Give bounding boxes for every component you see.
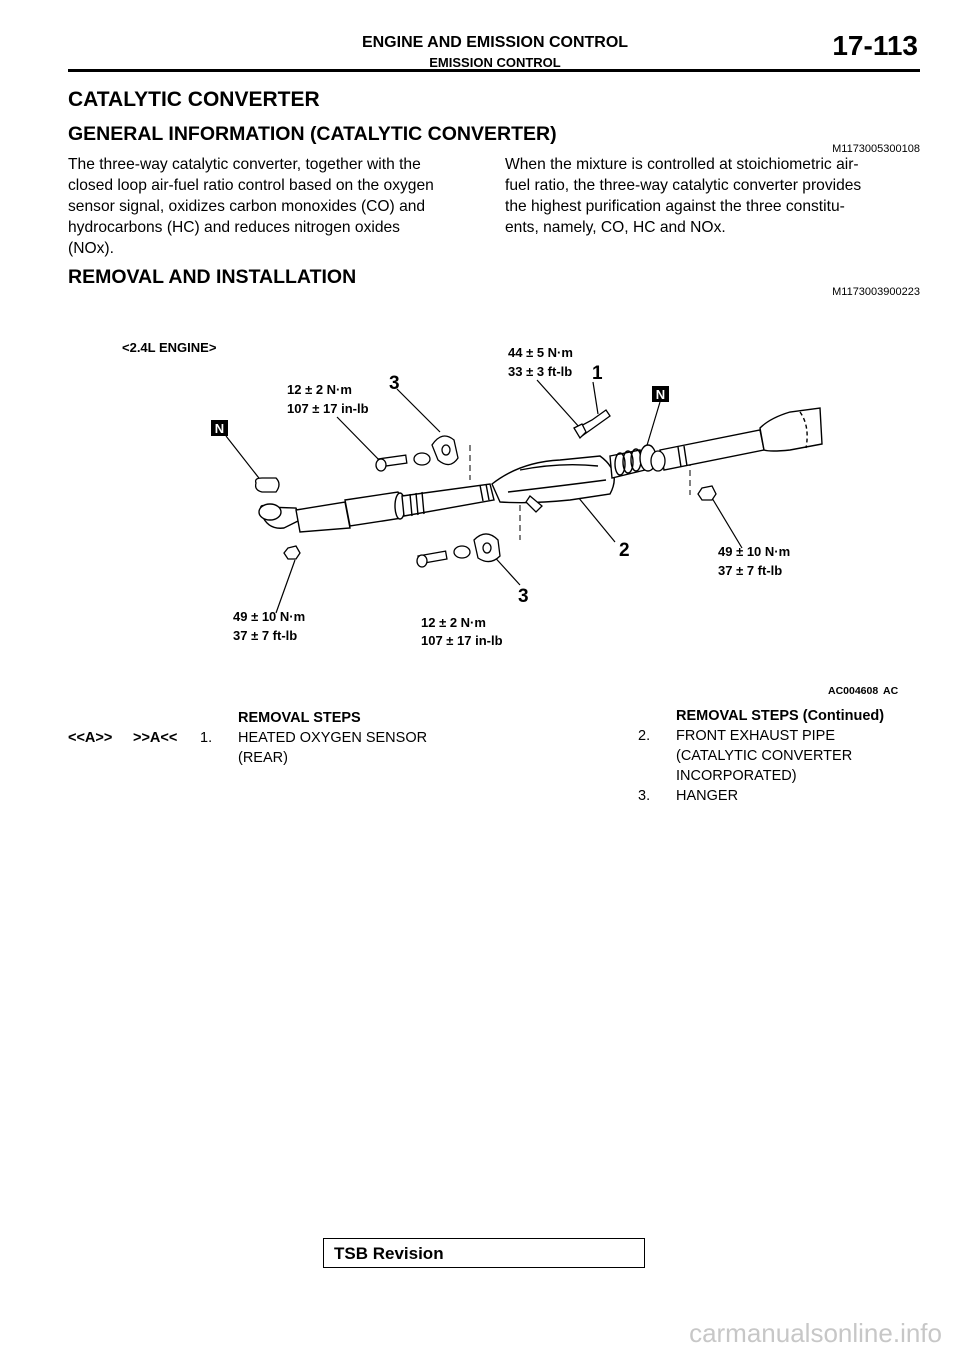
text-line: the highest purification against the thr… — [505, 198, 845, 215]
callout-1: 1 — [592, 363, 603, 384]
figure-suffix: AC — [883, 685, 899, 697]
step-1-line1: HEATED OXYGEN SENSOR — [238, 730, 428, 746]
callout-3-top: 3 — [389, 373, 400, 394]
exhaust-diagram: <2.4L ENGINE> 12 ± 2 N·m 107 ± 17 in-lb … — [122, 340, 899, 697]
text-line: When the mixture is controlled at stoich… — [505, 156, 859, 173]
page-number: 17-113 — [832, 30, 918, 61]
step-2-line1: FRONT EXHAUST PIPE — [676, 728, 835, 744]
removal-code: M1173003900223 — [832, 286, 920, 298]
step-3-line1: HANGER — [676, 788, 739, 804]
torque-49-right-ftlb: 37 ± 7 ft-lb — [718, 563, 782, 578]
step-1-line2: (REAR) — [238, 750, 288, 766]
leader-lines — [225, 379, 743, 614]
removal-steps-heading: REMOVAL STEPS — [238, 710, 361, 726]
header-rule — [68, 69, 920, 72]
torque-12-top-inlb: 107 ± 17 in-lb — [287, 401, 369, 416]
text-line: sensor signal, oxidizes carbon monoxides… — [68, 198, 426, 215]
step-2-line3: INCORPORATED) — [676, 768, 797, 784]
text-line: The three-way catalytic converter, toget… — [68, 156, 421, 173]
step-3-number: 3. — [638, 788, 651, 804]
step-2-line2: (CATALYTIC CONVERTER — [676, 748, 853, 764]
torque-49-right-nm: 49 ± 10 N·m — [718, 544, 790, 559]
figure-code: AC004608 — [828, 685, 878, 697]
service-point-removal: <<A>> — [68, 730, 113, 746]
step-1-number: 1. — [200, 730, 213, 746]
torque-49-left-ftlb: 37 ± 7 ft-lb — [233, 628, 297, 643]
n-mark-box-left — [211, 420, 228, 436]
removal-title: REMOVAL AND INSTALLATION — [68, 266, 357, 288]
torque-49-left-nm: 49 ± 10 N·m — [233, 609, 305, 624]
general-info-code: M1173005300108 — [832, 143, 920, 155]
text-line: hydrocarbons (HC) and reduces nitrogen o… — [68, 219, 400, 236]
engine-label: <2.4L ENGINE> — [122, 340, 217, 355]
general-info-title: GENERAL INFORMATION (CATALYTIC CONVERTER… — [68, 123, 557, 145]
n-mark-left: N — [215, 421, 224, 436]
watermark: carmanualsonline.info — [689, 1318, 942, 1348]
text-line: fuel ratio, the three-way catalytic conv… — [505, 177, 862, 194]
text-line: closed loop air-fuel ratio control based… — [68, 177, 434, 194]
n-mark-box-right — [652, 386, 669, 402]
fasteners — [254, 409, 717, 568]
torque-44-nm: 44 ± 5 N·m — [508, 345, 573, 360]
general-info-right: When the mixture is controlled at stoich… — [505, 154, 925, 238]
removal-steps-continued-heading: REMOVAL STEPS (Continued) — [676, 708, 885, 724]
tsb-revision-label: TSB Revision — [334, 1244, 444, 1263]
n-mark-right: N — [656, 387, 665, 402]
header-subtitle: EMISSION CONTROL — [429, 55, 561, 70]
callout-2: 2 — [619, 540, 630, 561]
tsb-revision-box: TSB Revision — [323, 1238, 645, 1268]
callout-3-bottom: 3 — [518, 586, 529, 607]
text-line: (NOx). — [68, 240, 114, 257]
section-title: CATALYTIC CONVERTER — [68, 88, 320, 111]
header-title: ENGINE AND EMISSION CONTROL — [361, 34, 629, 51]
text-line: ents, namely, CO, HC and NOx. — [505, 219, 726, 236]
service-point-installation: >>A<< — [133, 730, 178, 746]
exhaust-pipe — [258, 407, 823, 533]
step-2-number: 2. — [638, 728, 651, 744]
torque-44-ftlb: 33 ± 3 ft-lb — [508, 364, 572, 379]
general-info-left: The three-way catalytic converter, toget… — [68, 154, 488, 259]
alignment-lines — [469, 445, 691, 540]
torque-12-bottom-inlb: 107 ± 17 in-lb — [421, 633, 503, 648]
torque-12-bottom-nm: 12 ± 2 N·m — [421, 615, 486, 630]
torque-12-top-nm: 12 ± 2 N·m — [287, 382, 352, 397]
